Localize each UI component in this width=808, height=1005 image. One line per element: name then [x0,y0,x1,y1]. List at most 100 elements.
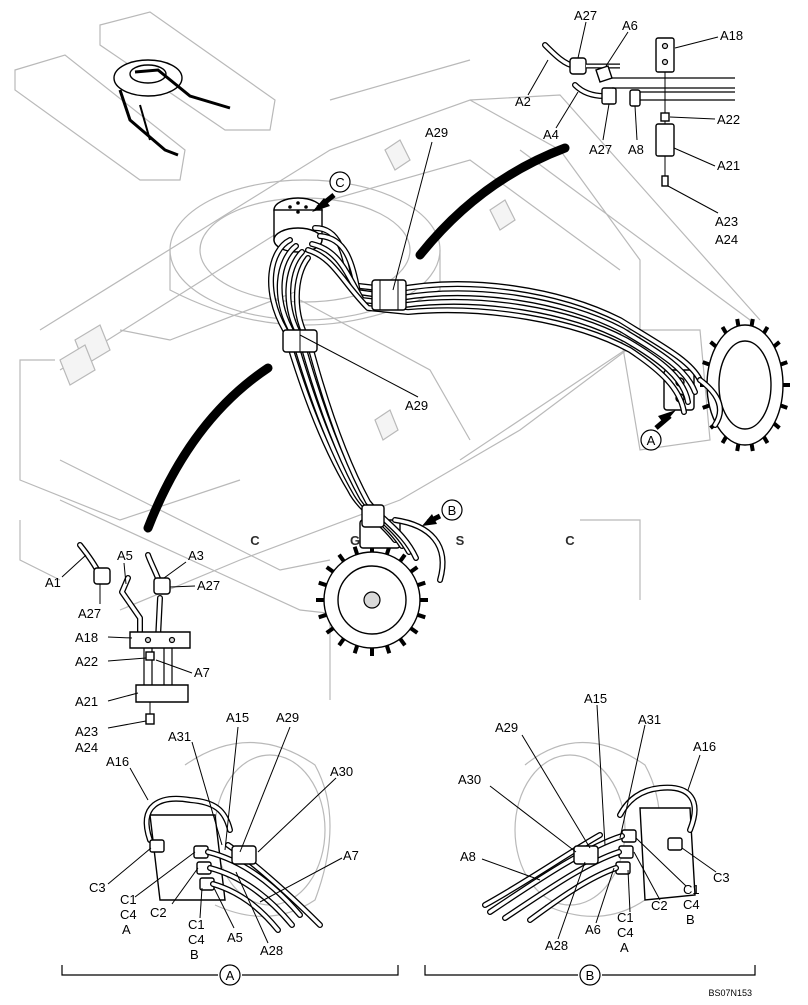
sprocket-tooth [780,403,788,410]
view-b-label-c1b: C1 [617,910,634,925]
label-a27-left: A27 [78,606,101,621]
view-b-label-b-sub: B [686,912,695,927]
view-marker-b: B [422,499,463,526]
watermark-letter-4: C [565,533,575,548]
sprocket-tooth [720,435,728,445]
sprocket-tooth [780,360,788,367]
view-b-label-c3: C3 [713,870,730,885]
view-b-label-a29: A29 [495,720,518,735]
sprocket-tooth [409,626,419,635]
label-a1: A1 [45,575,61,590]
view-b-label-a6: A6 [585,922,601,937]
label-a29-top: A29 [425,125,448,140]
view-b-label-a16: A16 [693,739,716,754]
label-a2: A2 [515,94,531,109]
travel-motor-right [619,318,790,452]
sprocket-tooth [772,340,781,348]
sprocket-tooth [409,565,419,574]
view-a-label-a-sub: A [122,922,131,937]
view-b-caption-bracket [424,965,756,976]
view-a-label-c1: C1 [120,892,137,907]
sprocket-left [316,544,428,656]
label-a21-left: A21 [75,694,98,709]
sprocket-tooth [702,403,710,410]
sprocket-tooth [337,637,346,647]
svg-text:B: B [448,503,457,518]
view-a-caption-bracket [61,965,399,976]
view-b-caption: B [586,968,595,983]
view-a-detail [143,742,331,933]
detail-top-right [542,37,735,187]
label-a24-left: A24 [75,740,98,755]
view-a-label-a7: A7 [343,848,359,863]
view-a-label-a29: A29 [276,710,299,725]
view-b-label-a-sub: A [620,940,629,955]
label-a24: A24 [715,232,738,247]
sprocket-tooth [772,422,781,430]
view-a-label-a15: A15 [226,710,249,725]
label-a29-mid: A29 [405,398,428,413]
sprocket-tooth [720,325,728,335]
sprocket-tooth [352,546,360,555]
sprocket-tooth [318,612,327,620]
view-a-label-c1b: C1 [188,917,205,932]
sprocket-tooth [749,443,755,452]
label-a5: A5 [117,548,133,563]
label-a18-left: A18 [75,630,98,645]
sprocket-tooth [735,318,741,327]
sprocket-tooth [417,580,426,588]
view-a-label-a16: A16 [106,754,129,769]
sprocket-tooth [318,580,327,588]
view-b-label-a31: A31 [638,712,661,727]
view-a-caption: A [226,968,235,983]
view-marker-c: C [312,171,351,212]
view-a-label-b-sub: B [190,947,199,962]
label-a27-bottom: A27 [589,142,612,157]
label-a6: A6 [622,18,638,33]
view-a-label-c3: C3 [89,880,106,895]
label-a22-left: A22 [75,654,98,669]
sprocket-tooth [762,325,770,335]
label-a8: A8 [628,142,644,157]
sprocket-tooth [762,435,770,445]
view-a-label-c2: C2 [150,905,167,920]
travel-motor-left [316,519,428,656]
view-a-label-a30: A30 [330,764,353,779]
watermark-letter-1: C [250,533,260,548]
sprocket-tooth [337,553,346,563]
view-a-label-c4b: C4 [188,932,205,947]
callout-curve-top [415,143,570,260]
sprocket-tooth [398,637,407,647]
label-a18: A18 [720,28,743,43]
view-a-label-a28: A28 [260,943,283,958]
label-a23-left: A23 [75,724,98,739]
view-b-label-a15: A15 [584,691,607,706]
cgsc-watermark: C G S C [250,533,575,548]
view-b-label-a28: A28 [545,938,568,953]
callout-curve-left [143,363,273,533]
sprocket-tooth [398,553,407,563]
sprocket-tooth [702,360,710,367]
sprocket-tooth [709,340,718,348]
label-a27-top: A27 [574,8,597,23]
label-a22: A22 [717,112,740,127]
view-b-label-c4: C4 [683,897,700,912]
view-marker-a: A [640,410,676,451]
label-a4: A4 [543,127,559,142]
label-a3: A3 [188,548,204,563]
watermark-letter-2: G [350,533,360,548]
view-b-label-c2: C2 [651,898,668,913]
view-a-label-a31: A31 [168,729,191,744]
sprocket-tooth [352,645,360,654]
sprocket-tooth [749,318,755,327]
sprocket-tooth [325,626,335,635]
label-a7-left: A7 [194,665,210,680]
view-a-label-a5: A5 [227,930,243,945]
inset-undercarriage [14,11,276,181]
sprocket-tooth [417,612,426,620]
label-a21: A21 [717,158,740,173]
view-b-label-a8: A8 [460,849,476,864]
sprocket-tooth [384,645,392,654]
